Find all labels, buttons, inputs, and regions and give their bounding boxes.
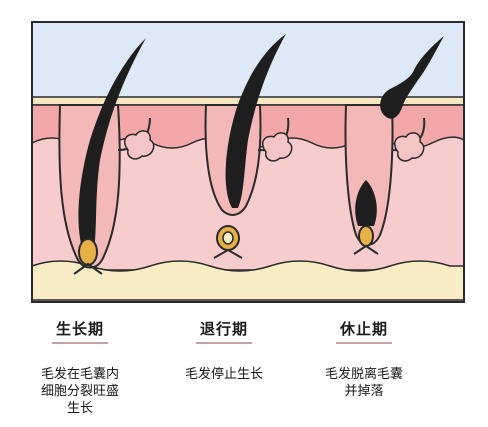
sebaceous-gland (394, 132, 425, 162)
catagen-hair (225, 34, 286, 208)
telogen-short-hair (355, 180, 377, 226)
anagen-follicle (58, 38, 155, 275)
anagen-bulb (78, 238, 98, 266)
telogen-follicle (344, 36, 444, 255)
stage-desc-line: 生长 (66, 401, 93, 416)
fat-layer (31, 260, 465, 301)
telogen-bulb (358, 225, 374, 247)
stage-desc-line: 细胞分裂旺盛 (40, 384, 119, 399)
stage-desc-catagen: 毛发停止生长 (159, 366, 289, 383)
hair-growth-cycle-diagram (31, 21, 465, 303)
stage-desc-anagen: 毛发在毛囊内 细胞分裂旺盛 生长 (15, 366, 145, 417)
stage-underline-telogen (336, 342, 392, 344)
stage-title-telogen: 休止期 (339, 320, 388, 338)
stage-title-catagen: 退行期 (199, 320, 248, 338)
shedding-hair (380, 36, 444, 119)
stage-underline-anagen (52, 342, 108, 344)
sebaceous-gland (124, 130, 155, 160)
anagen-hair (78, 38, 146, 262)
stage-desc-line: 并掉落 (344, 384, 384, 399)
stage-desc-line: 毛发脱离毛囊 (324, 367, 403, 382)
stage-title-anagen: 生长期 (55, 320, 104, 338)
stage-underline-catagen (196, 342, 252, 344)
stage-desc-telogen: 毛发脱离毛囊 并掉落 (299, 366, 429, 400)
stage-desc-line: 毛发在毛囊内 (40, 367, 119, 382)
catagen-follicle (204, 34, 293, 259)
stage-desc-line: 毛发停止生长 (184, 367, 263, 382)
sebaceous-gland (262, 132, 293, 162)
